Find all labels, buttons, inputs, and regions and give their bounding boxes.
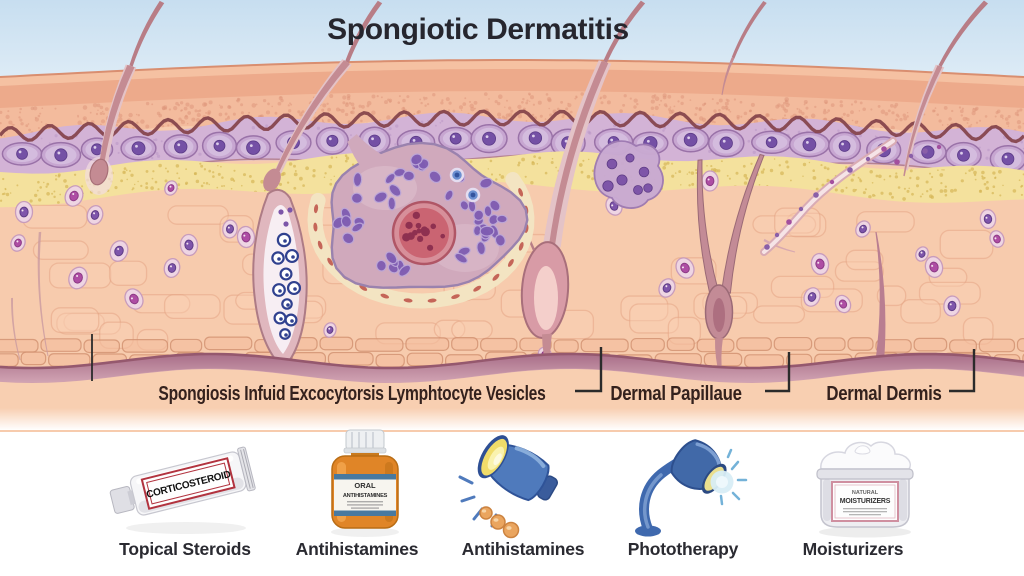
treatment-label-phototherapy: Phototherapy <box>627 539 739 559</box>
pill-bottle-icon: ORAL ANTIHISTAMINES <box>331 429 399 537</box>
bottle-label-line1: ORAL <box>354 481 376 490</box>
spongiotic-vesicle <box>307 134 535 309</box>
treatment-label-antihistamines-2: Antihistamines <box>461 539 585 559</box>
uv-lamp-icon <box>458 435 558 539</box>
label-strip <box>0 369 1024 430</box>
desk-lamp-icon <box>635 439 748 537</box>
inflammatory-cells <box>10 170 1005 364</box>
ointment-tube-icon: CORTICOSTEROID <box>109 446 256 534</box>
treatment-label-topical-steroids: Topical Steroids <box>119 539 251 559</box>
anatomy-label-dermal-papillae: Dermal Papillaue <box>610 383 742 405</box>
cream-jar-icon: NATURAL MOISTURIZERS <box>816 441 914 538</box>
treatment-label-antihistamines-1: Antihistamines <box>295 539 419 559</box>
anatomy-label-dermis: Dermal Dermis <box>826 383 942 405</box>
anatomy-label-spongiosis: Spongiosis Infuid Excocytorsis Lymphtocy… <box>158 383 546 405</box>
treatment-label-moisturizers: Moisturizers <box>802 539 904 559</box>
bottle-label-line2: ANTIHISTAMINES <box>343 493 388 499</box>
pointer-lines <box>91 334 976 393</box>
page-title: Spongiotic Dermatitis <box>327 13 629 46</box>
jar-label-line2: MOISTURIZERS <box>840 498 891 505</box>
lymphocyte-infiltrate <box>593 140 664 209</box>
dermal-vessel <box>760 137 942 256</box>
falling-particles <box>479 506 520 539</box>
skin-cross-section-illustration <box>0 0 1024 432</box>
jar-label-line1: NATURAL <box>852 490 879 496</box>
hair-follicles <box>11 0 989 379</box>
